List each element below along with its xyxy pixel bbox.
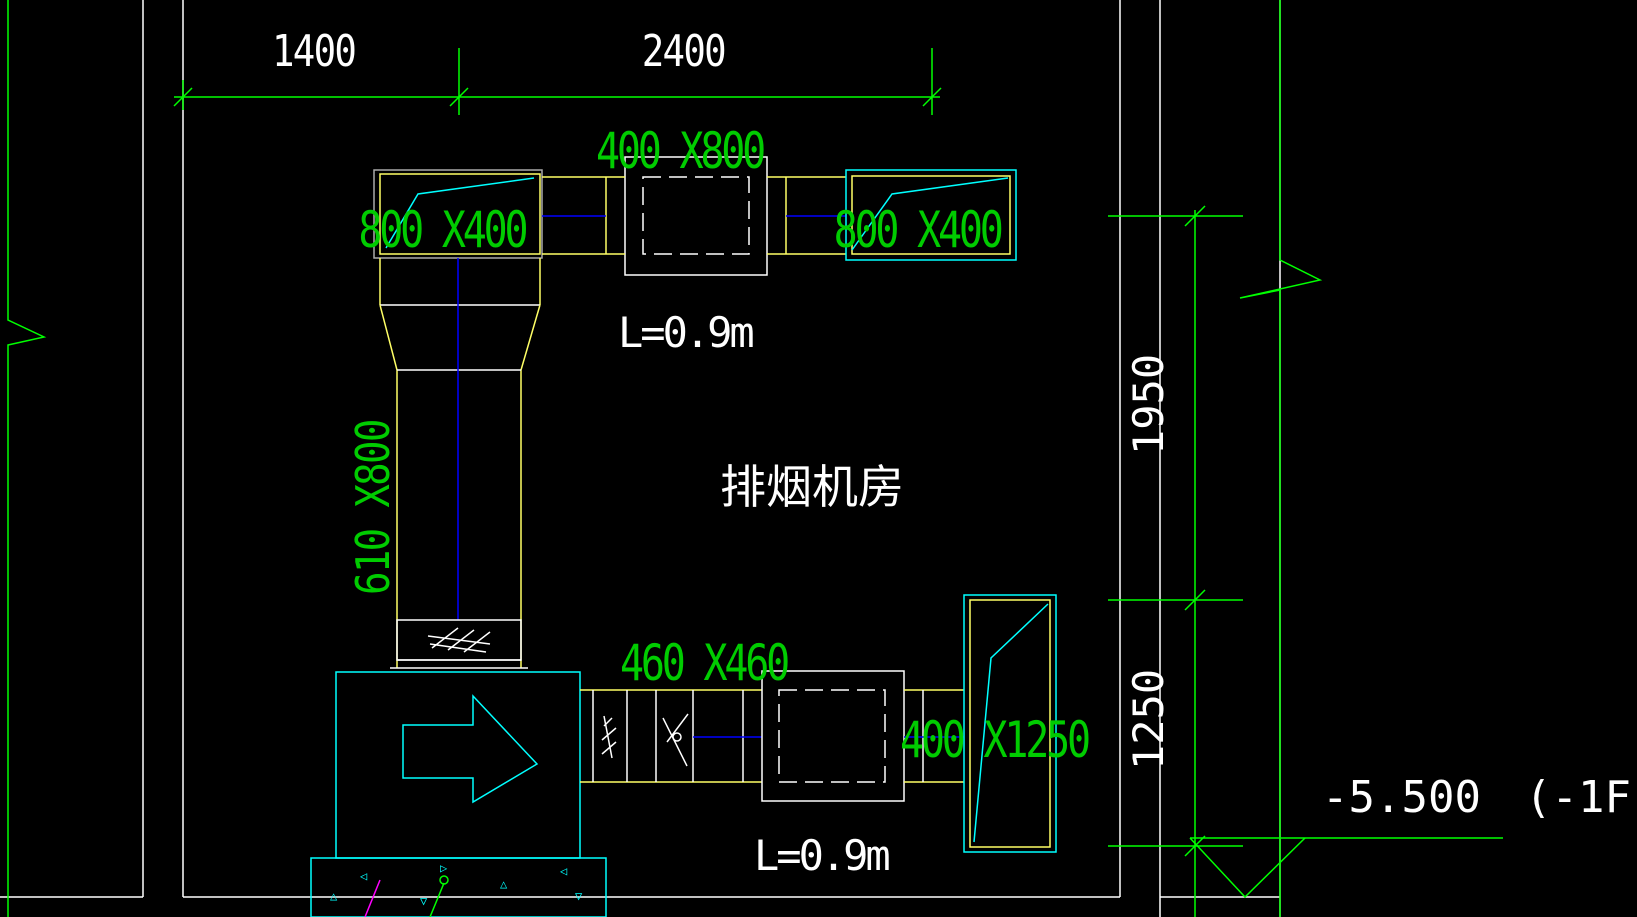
dimension-right: [1108, 205, 1243, 917]
dimension-top: [173, 48, 942, 115]
svg-text:▽: ▽: [420, 894, 428, 908]
level-marker: [1189, 837, 1503, 899]
svg-text:◁: ◁: [559, 864, 567, 878]
svg-text:△: △: [500, 877, 508, 891]
vertical-duct: [379, 258, 541, 669]
label-bottom-duct: 460 X460: [620, 634, 788, 693]
fan-unit: ◁ ▷ △ ◁ △ ▽ ▽: [310, 671, 607, 917]
level-elevation: -5.500: [1322, 772, 1481, 823]
bottom-duct: [580, 594, 1057, 853]
label-vertical-duct: 610 X800: [347, 420, 401, 595]
level-floor: (-1F): [1525, 772, 1637, 823]
svg-text:▽: ▽: [575, 889, 583, 903]
break-lines: [7, 0, 1323, 917]
dim-label-1400: 1400: [272, 25, 355, 77]
label-top-right-outlet: 800 X400: [834, 201, 1002, 260]
label-top-duct: 400 X800: [596, 122, 764, 181]
label-top-left-outlet: 800 X400: [358, 201, 526, 260]
dim-label-2400: 2400: [642, 25, 725, 77]
label-bottom-right-outlet: 400 X1250: [900, 711, 1089, 770]
svg-text:△: △: [330, 889, 338, 903]
room-name: 排烟机房: [720, 460, 904, 514]
svg-text:◁: ◁: [359, 869, 367, 883]
label-bottom-flex-length: L=0.9m: [754, 831, 889, 880]
dim-label-1950: 1950: [1124, 354, 1173, 455]
dim-label-1250: 1250: [1124, 669, 1173, 770]
svg-text:▷: ▷: [440, 861, 448, 875]
label-top-flex-length: L=0.9m: [618, 308, 753, 357]
